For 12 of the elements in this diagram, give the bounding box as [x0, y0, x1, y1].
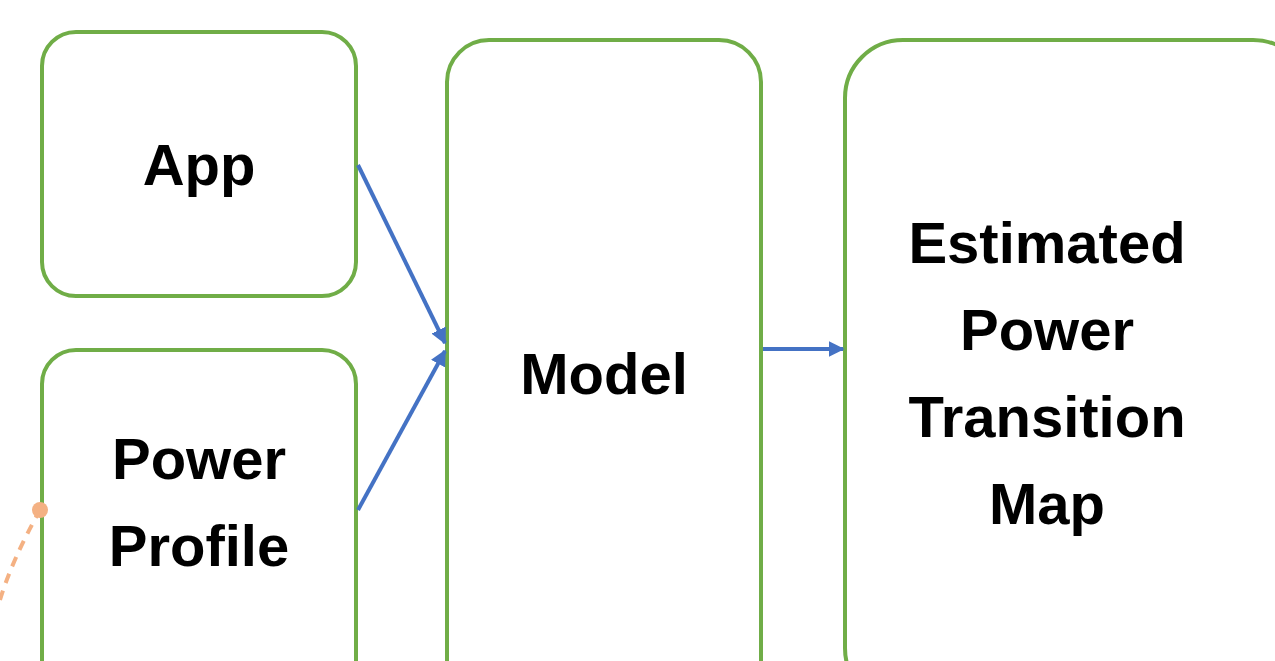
node-label: Model — [520, 339, 688, 408]
arrow — [356, 349, 447, 511]
node-label: Estimated Power Transition Map — [907, 209, 1187, 538]
process-box — [843, 38, 1275, 661]
dashed-connector — [0, 502, 48, 601]
node-label: Power Profile — [107, 425, 291, 580]
process-box — [40, 30, 358, 298]
arrow — [356, 164, 447, 345]
process-box — [40, 348, 358, 661]
arrow — [763, 341, 845, 357]
node-label: App — [142, 130, 256, 199]
process-box — [445, 38, 763, 661]
